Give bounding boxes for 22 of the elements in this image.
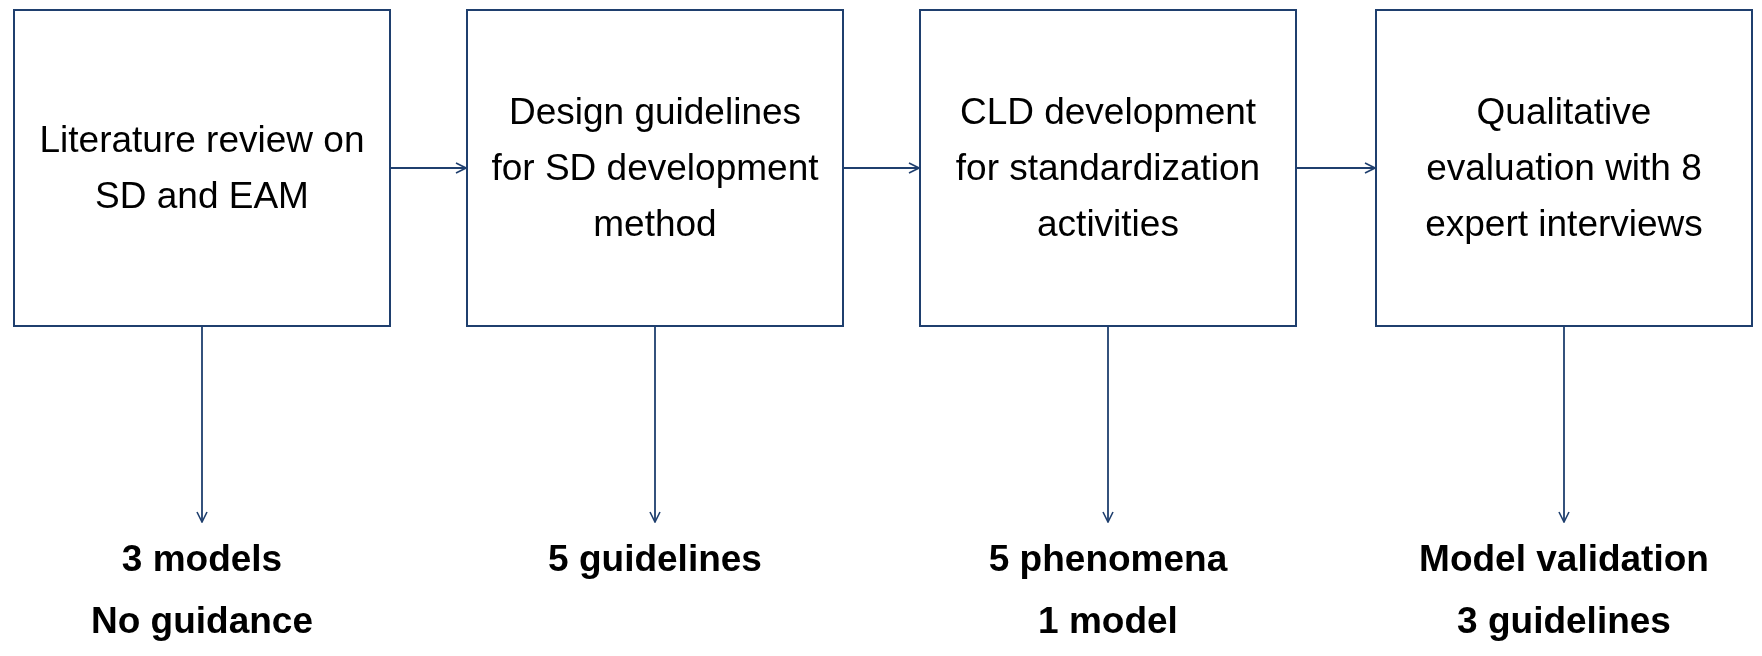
arrow bbox=[1558, 326, 1570, 523]
arrow bbox=[196, 326, 208, 523]
step-text: Literature review on SD and EAM bbox=[38, 118, 366, 218]
outcome-text: 3 models bbox=[121, 537, 283, 581]
outcome-text: 5 phenomena bbox=[988, 537, 1228, 581]
outcome-text: 3 guidelines bbox=[1457, 599, 1671, 643]
outcome-text: No guidance bbox=[91, 599, 313, 643]
arrow bbox=[390, 162, 467, 174]
arrow bbox=[1296, 162, 1376, 174]
step-text: Design guidelines for SD development method bbox=[490, 90, 820, 246]
arrow bbox=[649, 326, 661, 523]
outcome-text: 5 guidelines bbox=[548, 537, 762, 581]
outcome-text: 1 model bbox=[1038, 599, 1178, 643]
process-box bbox=[919, 9, 1297, 327]
step-text: Qualitative evaluation with 8 expert interviews bbox=[1424, 90, 1704, 246]
process-box bbox=[1375, 9, 1753, 327]
outcome-text: Model validation bbox=[1419, 537, 1709, 581]
process-box bbox=[466, 9, 844, 327]
step-text: CLD development for standardization activities bbox=[954, 90, 1262, 246]
arrow bbox=[843, 162, 920, 174]
process-box bbox=[13, 9, 391, 327]
arrow bbox=[1102, 326, 1114, 523]
